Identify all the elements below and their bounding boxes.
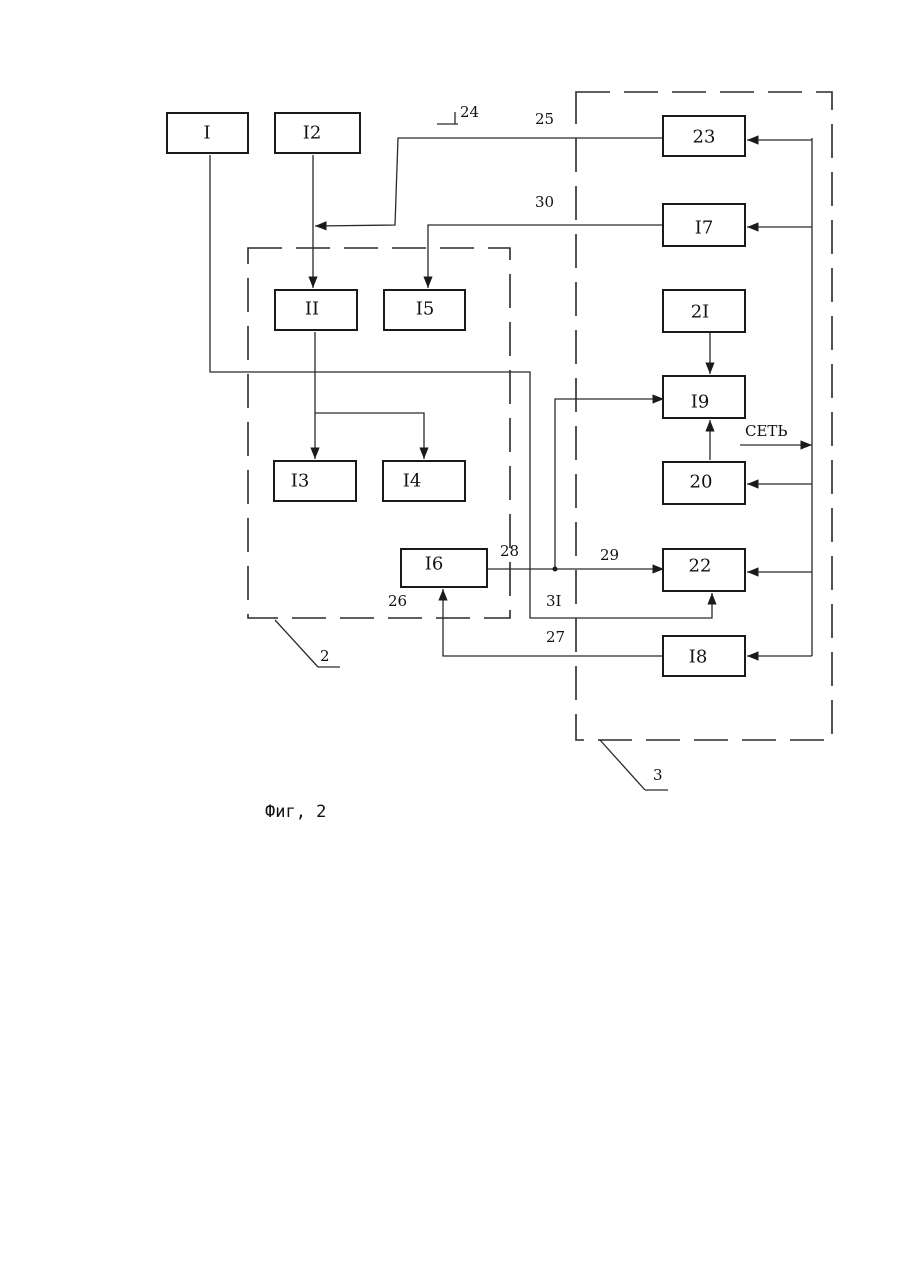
- svg-text:22: 22: [689, 556, 712, 577]
- figure-caption: Фиг, 2: [265, 802, 326, 822]
- wire-31: 3I: [546, 592, 562, 610]
- block-I: I: [167, 113, 248, 153]
- svg-text:I4: I4: [403, 471, 422, 492]
- svg-text:I3: I3: [291, 471, 310, 492]
- block-I7: I7: [663, 204, 745, 246]
- block-23: 23: [663, 116, 745, 156]
- block-I4: I4: [383, 461, 465, 501]
- block-20: 20: [663, 462, 745, 504]
- wire-25: 25: [535, 110, 554, 128]
- group-2-label: 2: [320, 647, 330, 665]
- block-22: 22: [663, 549, 745, 591]
- svg-text:II: II: [305, 299, 319, 320]
- block-I3: I3: [274, 461, 356, 501]
- group-3-label: 3: [653, 766, 663, 784]
- block-I2: I2: [275, 113, 360, 153]
- wire-27: 27: [546, 628, 565, 646]
- svg-text:I5: I5: [416, 299, 435, 320]
- block-I6: I6: [401, 549, 487, 587]
- block-I8: I8: [663, 636, 745, 676]
- block-2I: 2I: [663, 290, 745, 332]
- wire-26: 26: [388, 592, 407, 610]
- wire-30: 30: [535, 193, 554, 211]
- svg-text:2I: 2I: [691, 302, 710, 323]
- wire-24: 24: [460, 103, 479, 121]
- svg-text:I2: I2: [303, 123, 322, 144]
- block-I9: I9: [663, 376, 745, 418]
- svg-text:I: I: [203, 123, 210, 144]
- group-3-outline: [576, 92, 832, 790]
- svg-text:I9: I9: [691, 392, 710, 413]
- svg-text:I7: I7: [695, 218, 714, 239]
- wire-28: 28: [500, 542, 519, 560]
- net-label: СЕТЬ: [745, 422, 788, 440]
- block-II: II: [275, 290, 357, 330]
- svg-text:23: 23: [693, 127, 716, 148]
- svg-text:20: 20: [690, 472, 713, 493]
- block-I5: I5: [384, 290, 465, 330]
- wire-29: 29: [600, 546, 619, 564]
- svg-text:I6: I6: [425, 554, 444, 575]
- svg-text:I8: I8: [689, 647, 708, 668]
